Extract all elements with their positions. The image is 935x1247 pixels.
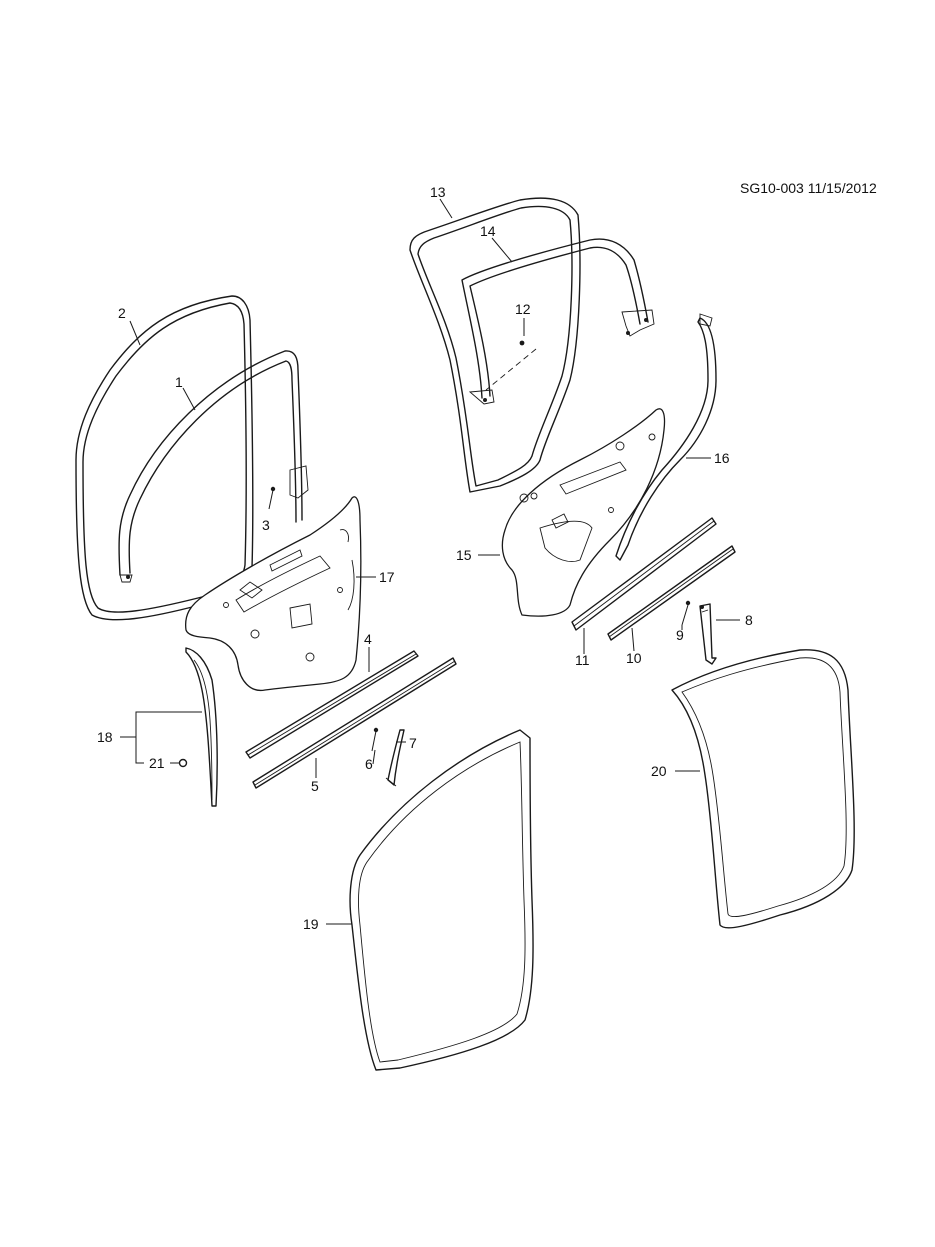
callout-7: 7	[409, 735, 417, 751]
part-18-pillar-applique	[185, 647, 218, 807]
part-4-front-outer-belt	[245, 650, 419, 759]
callout-13: 13	[430, 184, 446, 200]
callout-11: 11	[575, 652, 590, 668]
callout-2: 2	[118, 305, 126, 321]
part-17-front-inner-panel	[184, 496, 362, 692]
part-12-fastener	[485, 340, 537, 391]
part-10-rear-inner-belt	[607, 545, 736, 641]
callout-6: 6	[365, 756, 373, 772]
part-6-screw	[371, 727, 379, 752]
part-15-rear-inner-panel	[501, 408, 666, 617]
callout-20: 20	[651, 763, 667, 779]
callout-4: 4	[364, 631, 372, 647]
part-1-front-frame-seal	[118, 350, 309, 583]
callout-8: 8	[745, 612, 753, 628]
callout-16: 16	[714, 450, 730, 466]
callout-19: 19	[303, 916, 319, 932]
part-16-rear-channel	[615, 313, 717, 561]
callout-10: 10	[626, 650, 642, 666]
callout-21: 21	[149, 755, 165, 771]
callout-1: 1	[175, 374, 183, 390]
part-8-rear-channel	[699, 603, 717, 665]
part-20-rear-door-seal	[671, 649, 855, 929]
part-14-rear-frame-seal	[461, 238, 655, 405]
part-3-screw	[268, 486, 276, 510]
callout-12: 12	[515, 301, 531, 317]
leader-lines	[120, 198, 740, 925]
part-21-nut	[178, 758, 188, 768]
callout-17: 17	[379, 569, 395, 585]
callout-5: 5	[311, 778, 319, 794]
part-19-front-door-seal	[349, 729, 534, 1071]
callout-15: 15	[456, 547, 472, 563]
part-9-screw	[681, 600, 691, 626]
callout-14: 14	[480, 223, 496, 239]
drawing-code: SG10-003 11/15/2012	[740, 180, 877, 196]
callout-labels: 2 1 3 13 14 12 16 17 15 4 5 6 7 8 9 10 1…	[97, 184, 753, 932]
part-13-rear-opening-seal	[409, 197, 581, 493]
part-7-front-channel	[385, 729, 405, 787]
callout-3: 3	[262, 517, 270, 533]
callout-9: 9	[676, 627, 684, 643]
callout-18: 18	[97, 729, 113, 745]
part-11-rear-outer-belt	[571, 517, 717, 631]
part-5-front-inner-belt	[252, 657, 457, 789]
